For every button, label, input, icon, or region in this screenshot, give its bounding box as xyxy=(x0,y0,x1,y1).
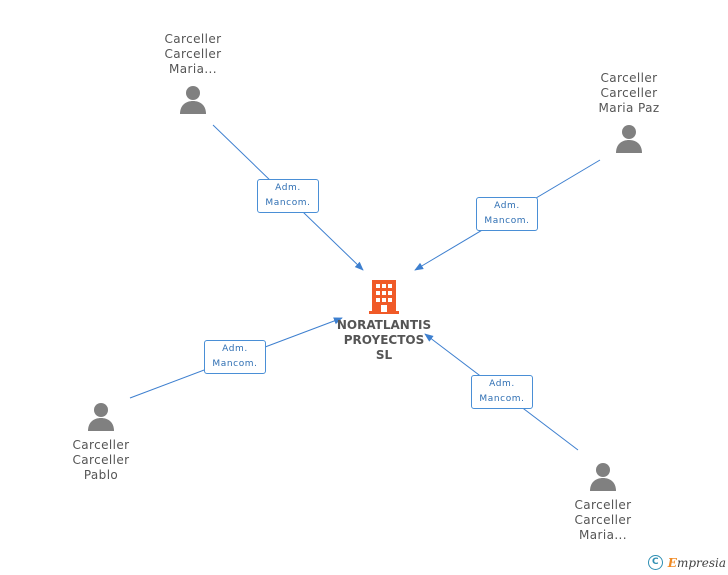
person-node-bottom-left[interactable]: Carceller Carceller Pablo xyxy=(56,402,146,483)
person-name: Carceller Carceller Maria Paz xyxy=(598,71,660,115)
relation-label-bottom-right[interactable]: Adm. Mancom. xyxy=(471,375,533,409)
relation-label-top-left[interactable]: Adm. Mancom. xyxy=(257,179,319,213)
person-node-bottom-right[interactable]: Carceller Carceller Maria... xyxy=(558,462,648,543)
person-node-top-left[interactable]: Carceller Carceller Maria... xyxy=(148,32,238,115)
person-node-top-right[interactable]: Carceller Carceller Maria Paz xyxy=(584,71,674,154)
footer-brand: C Empresia xyxy=(647,555,726,570)
person-icon xyxy=(88,403,114,431)
relation-type: Mancom. xyxy=(479,394,525,404)
relation-role: Adm. xyxy=(489,379,515,389)
person-icon xyxy=(180,86,206,114)
company-node[interactable]: NORATLANTIS PROYECTOS SL xyxy=(330,280,438,363)
relation-role: Adm. xyxy=(494,201,520,211)
relation-label-bottom-left[interactable]: Adm. Mancom. xyxy=(204,340,266,374)
relation-role: Adm. xyxy=(275,183,301,193)
relation-type: Mancom. xyxy=(265,198,311,208)
building-icon xyxy=(369,280,399,314)
relation-label-top-right[interactable]: Adm. Mancom. xyxy=(476,197,538,231)
relation-role: Adm. xyxy=(222,344,248,354)
company-name: NORATLANTIS PROYECTOS SL xyxy=(336,318,432,362)
relation-type: Mancom. xyxy=(212,359,258,369)
person-name: Carceller Carceller Pablo xyxy=(72,438,130,482)
copyright-icon: C xyxy=(647,555,663,570)
brand-logo: Empresia xyxy=(667,555,726,570)
person-icon xyxy=(590,463,616,491)
person-icon xyxy=(616,125,642,153)
person-name: Carceller Carceller Maria... xyxy=(574,498,632,542)
person-name: Carceller Carceller Maria... xyxy=(164,32,222,76)
relation-type: Mancom. xyxy=(484,216,530,226)
